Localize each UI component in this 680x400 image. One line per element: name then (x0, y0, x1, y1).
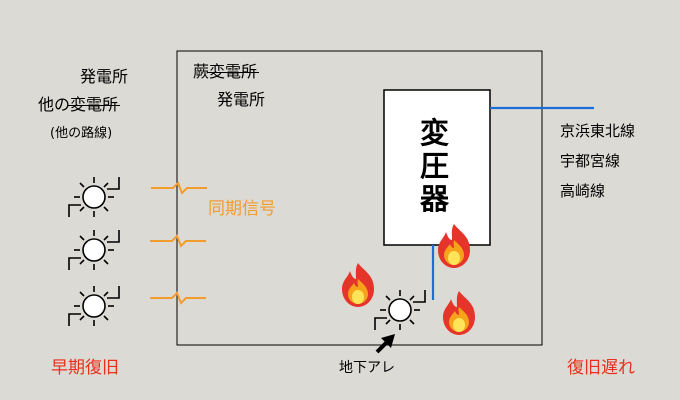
transformer-label-2: 圧 (420, 149, 450, 183)
left-station-line3: (他の路線) (50, 126, 113, 141)
fire-icon-2 (342, 263, 374, 307)
left-station-line2-prefix: 他の (38, 95, 71, 114)
sync-signal-icon-2 (149, 235, 207, 247)
center-station-line2: 発電所 (217, 90, 266, 109)
sync-signal-label: 同期信号 (208, 199, 276, 219)
line-label-3: 高崎線 (560, 182, 606, 200)
delayed-recovery-label: 復旧遅れ (567, 358, 635, 378)
fire-icon-3 (443, 291, 475, 335)
center-station-line1: 蕨変電所 (193, 62, 260, 81)
early-recovery-label: 早期復旧 (51, 358, 119, 378)
transformer-label-3: 器 (420, 182, 450, 216)
arrow-icon (375, 334, 395, 354)
underground-label: 地下アレ (339, 360, 395, 376)
underground-generator-icon (374, 289, 426, 331)
generator-icon-2 (68, 229, 120, 271)
line-label-2: 宇都宮線 (560, 152, 621, 170)
center-station-line1-struck: 変電所 (207, 62, 260, 81)
left-station-line2-struck: 変電所 (68, 95, 121, 114)
left-station-line2: 他の変電所 (38, 95, 121, 114)
center-station-line1-prefix: 蕨 (193, 62, 210, 81)
station-enclosure (176, 50, 543, 346)
generator-icon-1 (68, 176, 120, 218)
transformer-box (383, 89, 491, 246)
sync-signal-icon-1 (150, 182, 208, 194)
transformer-label-1: 変 (420, 116, 450, 150)
line-label-1: 京浜東北線 (560, 122, 636, 140)
sync-signal-icon-3 (149, 292, 207, 304)
left-station-line1: 発電所 (80, 67, 129, 86)
generator-icon-3 (68, 285, 120, 327)
